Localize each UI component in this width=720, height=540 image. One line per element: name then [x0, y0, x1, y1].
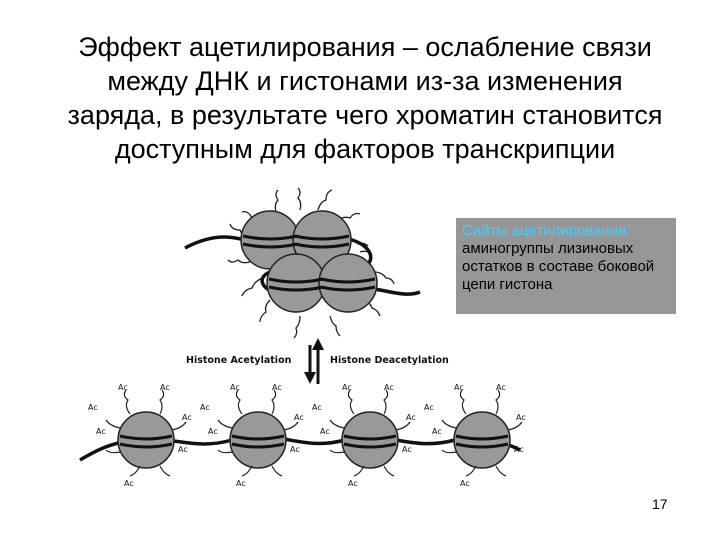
acetyl-label: Ac — [516, 413, 526, 422]
acetyl-label: Ac — [272, 383, 282, 392]
acetyl-label: Ac — [496, 383, 506, 392]
acetyl-label: Ac — [124, 479, 134, 488]
acetyl-label: Ac — [294, 413, 304, 422]
acetyl-label: Ac — [208, 427, 218, 436]
note-line: аминогруппы лизиновых — [462, 240, 634, 257]
acetyl-label: Ac — [96, 427, 106, 436]
acetyl-label: Ac — [178, 445, 188, 454]
slide-title: Эффект ацетилирования – ослабление связи… — [40, 30, 690, 166]
acetyl-label: Ac — [402, 445, 412, 454]
acetyl-label: Ac — [200, 403, 210, 412]
acetyl-label: Ac — [460, 479, 470, 488]
acetyl-label: Ac — [230, 383, 240, 392]
acetylation-sites-note: Сайты ацетилирования: аминогруппы лизино… — [456, 218, 676, 314]
acetyl-label: Ac — [432, 427, 442, 436]
acetyl-label: Ac — [454, 383, 464, 392]
acetyl-label: Ac — [320, 427, 330, 436]
note-line: цепи гистона — [462, 276, 553, 293]
histone-cluster — [240, 210, 378, 313]
note-line: остатков в составе боковой — [462, 258, 655, 275]
acetyl-label: Ac — [342, 383, 352, 392]
chromatin-diagram: Histone Acetylation Histone Deacetylatio… — [79, 187, 526, 488]
acetyl-label: Ac — [182, 413, 192, 422]
acetyl-marks: Ac Ac Ac Ac Ac Ac Ac Ac Ac Ac Ac Ac Ac A… — [88, 383, 526, 488]
title-line: Эффект ацетилирования – ослабление связи — [78, 32, 652, 62]
condensed-chromatin — [184, 187, 421, 339]
acetyl-label: Ac — [236, 479, 246, 488]
acetyl-label: Ac — [290, 445, 300, 454]
acetyl-label: Ac — [312, 403, 322, 412]
acetyl-label: Ac — [424, 403, 434, 412]
acetyl-label: Ac — [118, 383, 128, 392]
acetyl-label: Ac — [384, 383, 394, 392]
acetylated-tails — [105, 389, 523, 477]
dna-wrap — [119, 434, 509, 449]
note-heading: Сайты ацетилирования: — [462, 222, 631, 239]
acetyl-label: Ac — [348, 479, 358, 488]
title-line: заряда, в результате чего хроматин стано… — [67, 100, 663, 130]
acetyl-label: Ac — [160, 383, 170, 392]
title-line: доступным для факторов транскрипции — [114, 134, 616, 164]
acetyl-label: Ac — [514, 445, 524, 454]
acetyl-label: Ac — [406, 413, 416, 422]
dna-wrap — [242, 234, 376, 292]
open-chromatin: Ac Ac Ac Ac Ac Ac Ac Ac Ac Ac Ac Ac Ac A… — [79, 383, 526, 488]
acetyl-label: Ac — [88, 403, 98, 412]
histone-deacetylation-label: Histone Deacetylation — [330, 355, 449, 366]
page-number: 17 — [652, 496, 668, 512]
equilibrium-arrows — [304, 338, 324, 384]
histone-acetylation-label: Histone Acetylation — [186, 355, 292, 366]
title-line: между ДНК и гистонами из-за изменения — [107, 66, 623, 96]
